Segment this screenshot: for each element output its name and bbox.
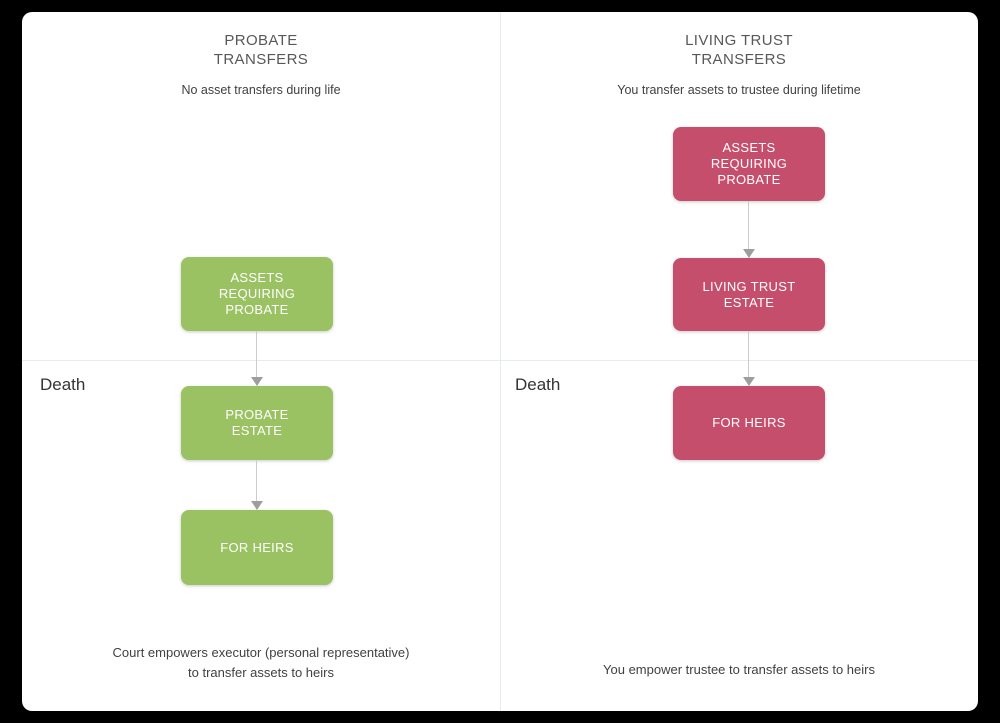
flow-node-living-trust-estate: LIVING TRUST ESTATE [673, 258, 825, 331]
death-label-right: Death [515, 375, 561, 394]
probate-column-caption: Court empowers executor (personal repres… [112, 645, 410, 680]
flow-node-assets-requiring-probate-right: ASSETS REQUIRING PROBATE [673, 127, 825, 201]
death-label-left: Death [40, 375, 86, 394]
arrow-head-icon [743, 249, 755, 258]
arrow-head-icon [251, 377, 263, 386]
death-divider-line [22, 360, 978, 361]
arrow-line [256, 460, 257, 502]
down-arrow [743, 331, 755, 386]
flow-node-for-heirs-right: FOR HEIRS [673, 386, 825, 460]
arrow-line [748, 331, 749, 378]
probate-column-title: PROBATE TRANSFERS [213, 32, 309, 68]
down-arrow [743, 201, 755, 258]
arrow-head-icon [743, 377, 755, 386]
living-trust-column-caption: You empower trustee to transfer assets t… [603, 662, 875, 677]
down-arrow [251, 460, 263, 510]
probate-column-subtitle: No asset transfers during life [181, 83, 341, 97]
arrow-line [256, 331, 257, 378]
flow-node-probate-estate: PROBATE ESTATE [181, 386, 333, 460]
living-trust-column-title: LIVING TRUST TRANSFERS [685, 32, 793, 68]
arrow-head-icon [251, 501, 263, 510]
living-trust-column-subtitle: You transfer assets to trustee during li… [617, 83, 861, 97]
flow-node-for-heirs-left: FOR HEIRS [181, 510, 333, 585]
column-divider [500, 12, 501, 711]
flow-node-assets-requiring-probate-left: ASSETS REQUIRING PROBATE [181, 257, 333, 331]
arrow-line [748, 201, 749, 250]
diagram-canvas: PROBATE TRANSFERS No asset transfers dur… [22, 12, 978, 711]
down-arrow [251, 331, 263, 386]
